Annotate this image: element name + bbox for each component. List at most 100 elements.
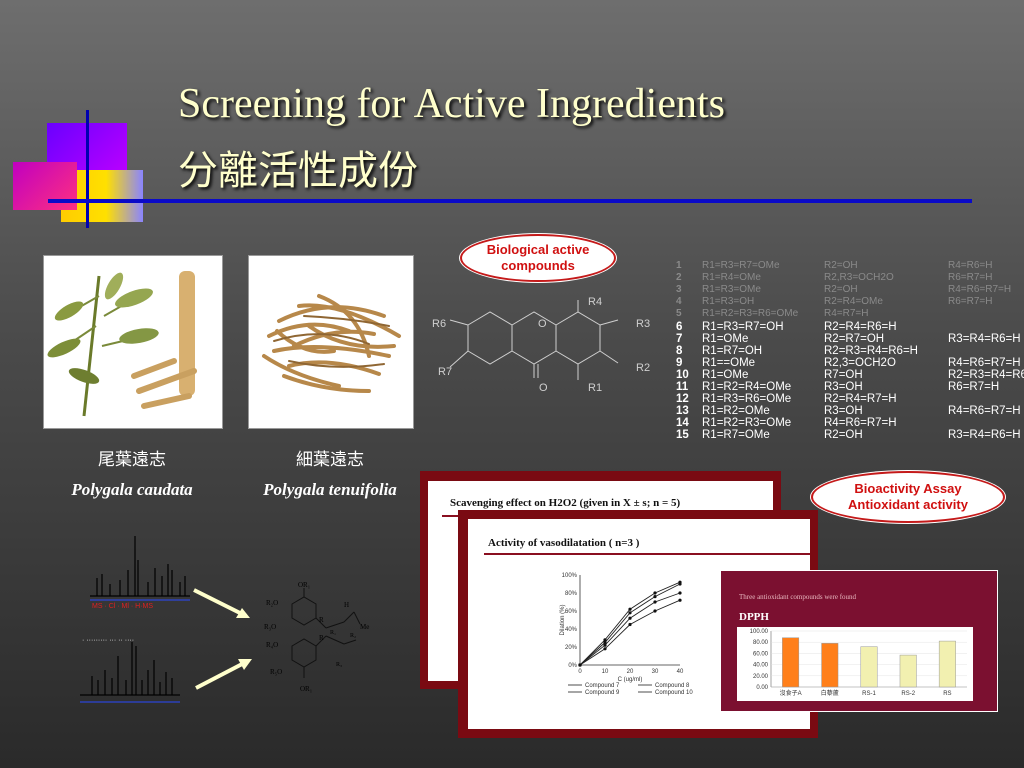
plant-latin-name-2: Polygala tenuifolia: [263, 480, 397, 499]
label-r1: R1: [588, 382, 602, 394]
callout-biological-active: Biological active compounds: [460, 234, 616, 282]
data-point: [628, 622, 632, 627]
label-r3: R₃: [336, 662, 342, 668]
y-tick-label: 60%: [565, 609, 578, 615]
label-me: Me: [360, 623, 369, 631]
data-point: [678, 582, 682, 586]
dpph-y-tick: 80.00: [753, 640, 769, 646]
dpph-category-label: 白藜蘆: [821, 689, 839, 697]
data-point: [653, 600, 657, 604]
x-tick-label: 0: [578, 669, 582, 675]
legend-entry: Compound 9: [585, 690, 620, 696]
label-keto-oxygen: O: [539, 382, 548, 394]
x-tick-label: 40: [677, 669, 684, 675]
callout-bioactivity-assay: Bioactivity Assay Antioxidant activity: [811, 471, 1005, 523]
spectrum-top-labels: MS · Cl · Ml · H·MS: [92, 603, 153, 610]
data-point: [678, 598, 682, 602]
y-axis-label: Dilation (%): [560, 604, 566, 635]
compound-core-structure: R6 R7 R4 R3 R2 R1 O O: [432, 296, 650, 394]
data-point: [603, 643, 607, 647]
y-tick-label: 100%: [562, 573, 578, 579]
dpph-category-label: RS-2: [901, 691, 915, 697]
label-ring-oxygen: O: [538, 318, 547, 330]
label-r3o: R₃O: [264, 623, 276, 631]
data-point: [628, 616, 632, 620]
spectra-chromatograms: MS · Cl · Ml · H·MS · ········· ··· ·· ·…: [80, 536, 190, 703]
logo-vertical-line: [86, 110, 89, 228]
callout-bio-line1: Biological active: [486, 241, 590, 257]
x-tick-label: 10: [602, 669, 609, 675]
y-tick-label: 20%: [565, 645, 578, 651]
data-point: [628, 611, 632, 615]
data-point: [678, 591, 682, 595]
slide-dpph: Three antioxidant compounds were found D…: [720, 570, 998, 712]
legend-entry: Compound 8: [655, 683, 690, 689]
label-r-a: R: [319, 616, 324, 624]
data-point: [653, 595, 657, 599]
legend-entry: Compound 10: [655, 690, 693, 696]
dpph-heading: DPPH: [739, 611, 769, 623]
slide-vaso-title: Activity of vasodilatation ( n=3 ): [488, 537, 640, 549]
dpph-subtitle: Three antioxidant compounds were found: [739, 593, 857, 601]
slide-h2o2-title: Scavenging effect on H2O2 (given in X ± …: [450, 497, 681, 509]
x-axis-label: C (ug/ml): [618, 677, 643, 683]
label-h: H: [344, 601, 349, 609]
spectrum-mid-labels: · ········· ··· ·· ····: [82, 637, 134, 644]
label-r4: R4: [588, 296, 602, 308]
data-point: [603, 638, 607, 642]
plant-caudata-drawing: [47, 271, 197, 417]
label-r7: R7: [438, 366, 452, 378]
label-r3: R3: [636, 318, 650, 330]
data-point: [603, 640, 607, 645]
dpph-bar: [938, 640, 956, 688]
label-or1-bottom: OR₁: [300, 685, 312, 693]
label-r2o: R₂O: [266, 599, 278, 607]
dpph-y-tick: 40.00: [753, 663, 769, 669]
data-point: [653, 591, 657, 595]
y-tick-label: 0%: [568, 663, 577, 669]
dpph-bar: [899, 654, 917, 688]
callout-assay-line2: Antioxidant activity: [848, 497, 968, 512]
label-or1-top: OR₁: [298, 581, 310, 589]
arrow-down-right: [193, 588, 247, 618]
y-tick-label: 80%: [565, 591, 578, 597]
data-point: [603, 647, 607, 651]
label-r6: R6: [432, 318, 446, 330]
plant-latin-name-1: Polygala caudata: [71, 480, 193, 499]
legend-entry: Compound 7: [585, 683, 620, 689]
dpph-category-label: 沒食子A: [780, 689, 802, 697]
slide-vaso-rule: [484, 553, 810, 555]
plant-photo-tenuifolia: [248, 255, 414, 429]
x-tick-label: 20: [627, 669, 634, 675]
title-underline: [48, 199, 972, 203]
series-line: [579, 592, 681, 666]
data-point: [628, 607, 632, 611]
data-point: [578, 663, 582, 667]
arrow-up-right: [195, 660, 247, 690]
vasodilatation-chart: 0% 20% 40% 60% 80% 100% 0 10 20 30 40 C (ug/ml) Dila…: [560, 573, 693, 696]
dpph-bar: [782, 637, 800, 688]
y-tick-label: 40%: [565, 627, 578, 633]
x-tick-label: 30: [652, 669, 659, 675]
plant-chinese-name-1: 尾葉遠志: [98, 450, 166, 470]
dpph-bar: [821, 643, 839, 688]
dpph-y-tick: 0.00: [756, 685, 768, 691]
callout-bio-line2: compounds: [501, 258, 575, 273]
callout-assay-line1: Bioactivity Assay: [854, 480, 962, 496]
